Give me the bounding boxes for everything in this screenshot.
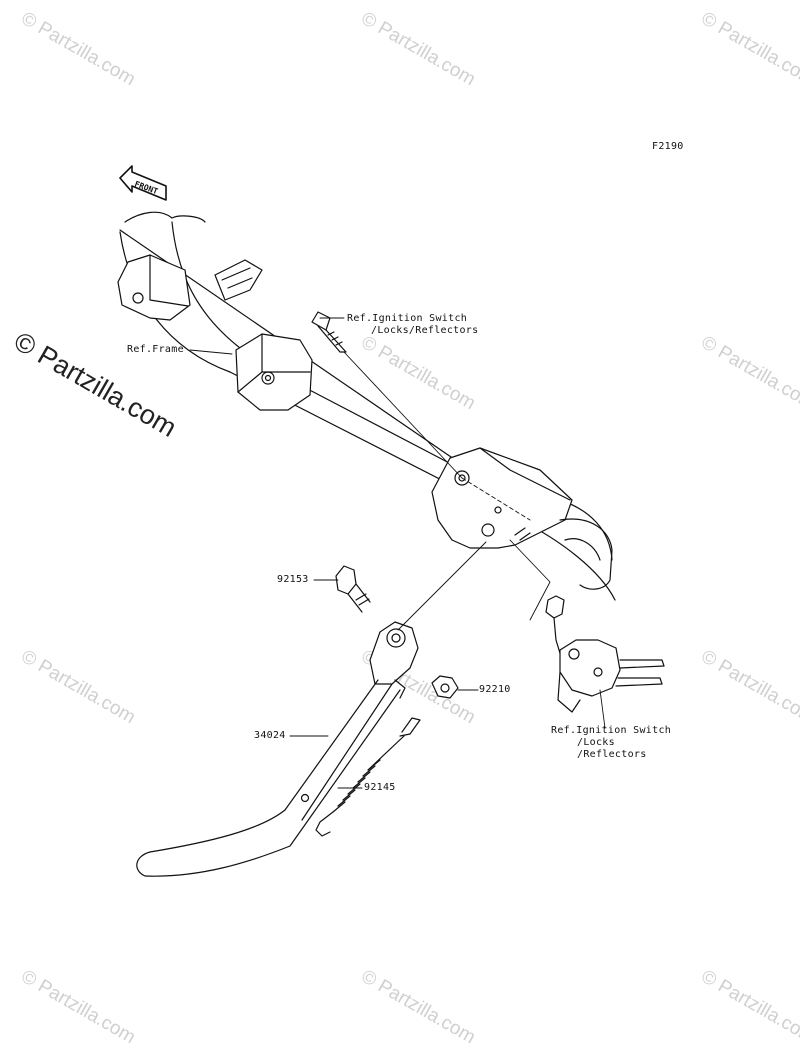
frame-tube [119, 211, 616, 601]
ignition-switch-assembly [545, 595, 665, 713]
dashed-guide [461, 477, 531, 521]
figure-code-label: F2190 [652, 141, 684, 152]
part-number-34024: 34024 [254, 730, 286, 741]
ref-ignition-top-label-2: /Locks/Reflectors [371, 325, 479, 336]
stand-mount-plate [431, 447, 613, 590]
ref-ignition-bottom-label-2: /Locks [577, 737, 615, 748]
ref-ignition-top-label: Ref.Ignition Switch [347, 313, 468, 324]
spring-92145 [315, 717, 421, 837]
part-number-92153: 92153 [277, 574, 309, 585]
side-stand-34024 [136, 621, 419, 877]
part-number-92145: 92145 [364, 782, 396, 793]
ref-ignition-bottom-label-3: /Reflectors [577, 749, 647, 760]
leader-lines [189, 317, 606, 789]
nut-92210 [431, 675, 459, 699]
ref-frame-label: Ref.Frame [127, 344, 184, 355]
frame-bracket-upper [117, 254, 263, 321]
part-number-92210: 92210 [479, 684, 511, 695]
frame-bracket-mid [235, 333, 313, 411]
ref-ignition-bottom-label: Ref.Ignition Switch [551, 725, 672, 736]
bolt-92153 [335, 565, 371, 613]
front-arrow: FRONT [119, 165, 167, 201]
